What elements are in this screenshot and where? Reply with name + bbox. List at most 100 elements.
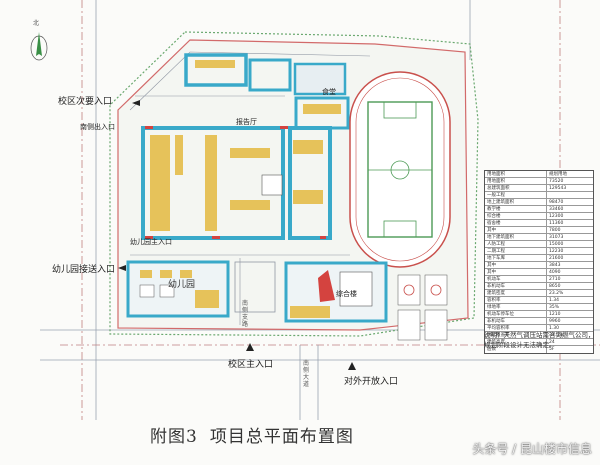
table-cell-label: 总建筑面积	[485, 185, 547, 191]
table-cell-label: 非机动车	[485, 318, 547, 324]
label-auditorium: 报告厅	[236, 118, 257, 126]
north-label: 北	[33, 20, 40, 27]
table-cell-label: 层数	[485, 346, 547, 353]
table-cell-value: 12230	[549, 249, 564, 254]
table-cell-label: 其中	[485, 227, 547, 233]
label-south-road: 南侧大道	[303, 360, 310, 388]
indicator-table-header: 用地面积 规划用地	[485, 171, 593, 178]
table-cell-label: 其中	[485, 269, 547, 275]
teaching-block-detail	[150, 135, 323, 231]
table-cell-label: 平均容积率	[485, 325, 547, 331]
table-cell-value: 35%	[549, 305, 560, 310]
label-public-entrance: 对外开放入口	[344, 377, 399, 387]
label-kindergarten: 幼儿园	[168, 280, 196, 290]
table-cell-value: 8650	[549, 284, 561, 289]
table-cell-label: 绿化覆盖率	[485, 332, 547, 338]
table-cell-value: 12300	[549, 214, 564, 219]
table-cell-value: 24	[549, 340, 555, 345]
table-cell-label: 宿舍楼	[485, 220, 547, 226]
table-cell-label: 用地面积	[485, 178, 547, 184]
table-cell-value: 15000	[549, 242, 564, 247]
table-cell-label: 综合楼	[485, 213, 547, 219]
sports-field	[349, 71, 451, 268]
table-cell-value	[547, 192, 593, 198]
table-cell-value: 1.34	[549, 298, 560, 303]
table-cell-label: 建筑密度	[485, 290, 547, 296]
figure-caption: 附图3 项目总平面布置图	[150, 422, 366, 447]
label-inner-road: 南侧支路	[242, 300, 249, 328]
tree-ring	[109, 31, 479, 337]
table-cell-label: 绿地率	[485, 304, 547, 310]
teaching-block-red	[145, 126, 326, 239]
table-cell-label: 教学楼	[485, 206, 547, 212]
table-cell-label: 容积率	[485, 297, 547, 303]
table-cell-value: 1210	[549, 312, 561, 317]
table-cell-label: 非机动车	[485, 283, 547, 289]
label-canteen: 食堂	[322, 88, 336, 96]
table-cell-value: 73520	[549, 179, 564, 184]
north-buildings	[184, 53, 350, 130]
table-cell-value: 5F	[549, 347, 555, 352]
table-cell-value: 3843	[549, 263, 561, 268]
table-cell-value: 4090	[549, 270, 561, 275]
table-cell-value: 33460	[549, 207, 564, 212]
label-kindergarten-inner-entrance: 幼儿园主入口	[130, 238, 172, 246]
north-arrow-icon	[30, 32, 48, 61]
notes-text: 天然气调压站需咨询燃气公司，规划阶段设计无法确定。	[484, 331, 595, 349]
table-cell-label: 人防工程	[485, 241, 547, 247]
kindergarten-buildings	[126, 260, 276, 318]
label-gym: 综合楼	[336, 290, 357, 298]
label-campus-main-entrance: 校区主入口	[228, 360, 274, 370]
table-header-cell: 用地面积	[485, 171, 547, 177]
comprehensive-building	[284, 261, 448, 341]
table-cell-label: 建筑高度	[485, 339, 547, 345]
caption-label: 附图3	[150, 427, 198, 447]
central-square	[261, 174, 283, 196]
table-row: 一般工程	[485, 192, 593, 199]
table-cell-label: 机动车停车位	[485, 311, 547, 317]
table-cell-label: 一般工程	[485, 192, 547, 198]
table-cell-value: 37.5%	[549, 333, 564, 338]
table-cell-value: 98470	[549, 200, 564, 205]
table-cell-value: 9960	[549, 319, 561, 324]
table-cell-label: 地下车库	[485, 255, 547, 261]
caption-title: 项目总平面布置图	[209, 427, 354, 447]
table-cell-value: 2710	[549, 277, 561, 282]
table-cell-label: 二期工程	[485, 248, 547, 254]
north-arrow: 北	[28, 20, 50, 61]
table-cell-value: 1.30	[549, 326, 560, 331]
internal-roads	[129, 51, 371, 325]
watermark: 头条号 / 昆山楼市信息	[472, 442, 592, 456]
table-cell-value: 31073	[549, 235, 564, 240]
notes-block: 说明：天然气调压站需咨询燃气公司，规划阶段设计无法确定。	[484, 330, 596, 350]
table-header-cell: 规划用地	[549, 172, 567, 177]
table-cell-value: 129543	[549, 186, 567, 191]
entrance-arrows	[118, 100, 356, 370]
table-cell-label: 地上建筑面积	[485, 199, 547, 205]
table-cell-value: 21600	[549, 256, 564, 261]
